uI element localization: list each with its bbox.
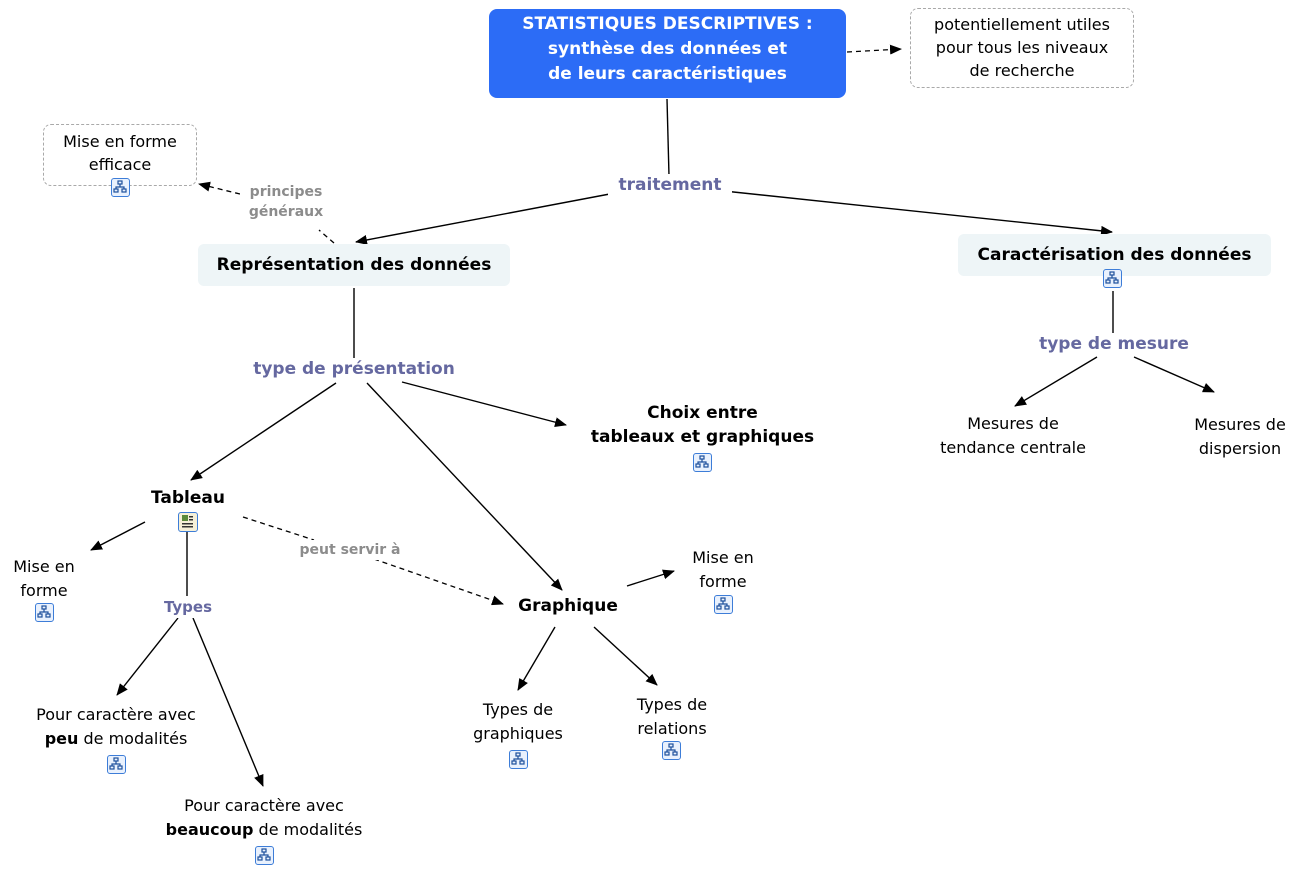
concept-map-icon[interactable] xyxy=(255,846,274,865)
connector-root-note xyxy=(846,44,902,55)
peu-bold: peu xyxy=(44,729,79,748)
tr-line-2: relations xyxy=(637,719,707,738)
representation-label: Représentation des données xyxy=(216,255,492,275)
root-concept-node[interactable]: STATISTIQUES DESCRIPTIVES : synthèse des… xyxy=(489,9,846,98)
graphique-node[interactable]: Graphique xyxy=(506,594,630,618)
choix-node[interactable]: Choix entre tableaux et graphiques xyxy=(565,401,840,449)
connector-root-traitement xyxy=(666,98,670,177)
connector-tableau-peutservir xyxy=(242,516,315,541)
principes-line-1: principes xyxy=(249,184,323,200)
connector-types-peu xyxy=(116,617,179,696)
tg-line-2: graphiques xyxy=(473,724,563,743)
connector-peutservir-graphique xyxy=(373,558,504,606)
mef-tab-line-2: forme xyxy=(20,581,68,600)
concept-map-icon[interactable] xyxy=(714,595,733,614)
connector-tableau-miseenforme xyxy=(90,521,146,551)
mise-en-forme-graphique-node[interactable]: Mise en forme xyxy=(678,546,768,594)
link-label-peut-servir: peut servir à xyxy=(290,540,410,560)
beaucoup-bold: beaucoup xyxy=(165,820,254,839)
connector-mesure-dispersion xyxy=(1133,356,1215,393)
mef-gra-line-1: Mise en xyxy=(692,548,754,567)
connector-type-graphique xyxy=(366,382,563,591)
root-line-3: de leurs caractéristiques xyxy=(548,64,787,84)
connector-types-beaucoup xyxy=(192,617,264,787)
mise-en-forme-tableau-node[interactable]: Mise en forme xyxy=(4,555,84,603)
note-line-1: potentiellement utiles xyxy=(934,15,1110,34)
connector-graphique-typesrelations xyxy=(593,626,658,686)
note-line-2: pour tous les niveaux xyxy=(935,38,1109,57)
concept-map-icon[interactable] xyxy=(693,453,712,472)
mt-line-1: Mesures de xyxy=(967,414,1059,433)
caracterisation-label: Caractérisation des données xyxy=(977,245,1252,265)
concept-map-icon[interactable] xyxy=(107,755,126,774)
mt-line-2: tendance centrale xyxy=(940,438,1086,457)
tg-line-1: Types de xyxy=(482,700,554,719)
pour-beaucoup-node[interactable]: Pour caractère avec beaucoup de modalité… xyxy=(142,794,386,842)
concept-map-icon[interactable] xyxy=(1103,269,1122,288)
link-label-types: Types xyxy=(157,596,219,618)
concept-map-icon[interactable] xyxy=(35,603,54,622)
principes-line-2: généraux xyxy=(248,204,324,220)
pour-peu-node[interactable]: Pour caractère avec peu de modalités xyxy=(12,703,220,751)
mise-en-forme-efficace-node[interactable]: Mise en forme efficace xyxy=(43,124,197,186)
mef-line-1: Mise en forme xyxy=(63,132,177,151)
choix-line-1: Choix entre xyxy=(647,403,758,423)
peu-line-2: peu de modalités xyxy=(12,727,220,751)
document-icon[interactable] xyxy=(178,512,198,532)
mef-line-2: efficace xyxy=(88,155,152,174)
connector-principes-miseenforme xyxy=(198,181,241,195)
connector-graphique-miseenforme xyxy=(626,569,675,587)
concept-map-icon[interactable] xyxy=(111,178,130,197)
connector-mesure-tendance xyxy=(1014,356,1098,407)
concept-map-icon[interactable] xyxy=(509,750,528,769)
link-label-principes: principes généraux xyxy=(240,182,332,222)
representation-node[interactable]: Représentation des données xyxy=(198,244,510,286)
mesures-tendance-node[interactable]: Mesures de tendance centrale xyxy=(920,412,1106,460)
mef-gra-line-2: forme xyxy=(699,572,747,591)
beaucoup-line-2: beaucoup de modalités xyxy=(142,818,386,842)
link-label-type-mesure: type de mesure xyxy=(1028,333,1200,355)
md-line-2: dispersion xyxy=(1198,439,1282,458)
concept-map-icon[interactable] xyxy=(662,741,681,760)
peu-rest: de modalités xyxy=(78,729,188,748)
connector-type-choix xyxy=(401,381,567,428)
connector-graphique-typesgraphiques xyxy=(517,626,556,691)
types-graphiques-node[interactable]: Types de graphiques xyxy=(457,698,579,746)
types-relations-node[interactable]: Types de relations xyxy=(618,693,726,741)
choix-line-2: tableaux et graphiques xyxy=(590,427,815,447)
connector-traitement-caracterisation xyxy=(723,190,1113,236)
tr-line-1: Types de xyxy=(636,695,708,714)
beaucoup-line-1: Pour caractère avec xyxy=(184,796,344,815)
mef-tab-line-1: Mise en xyxy=(13,557,75,576)
root-line-2: synthèse des données et xyxy=(547,39,788,59)
mesures-dispersion-node[interactable]: Mesures de dispersion xyxy=(1180,413,1300,461)
md-line-1: Mesures de xyxy=(1194,415,1286,434)
connector-type-tableau xyxy=(190,382,337,481)
peu-line-1: Pour caractère avec xyxy=(36,705,196,724)
note-utiles-node[interactable]: potentiellement utiles pour tous les niv… xyxy=(910,8,1134,88)
link-label-type-presentation: type de présentation xyxy=(239,358,469,380)
connector-representation-principes xyxy=(318,229,335,244)
tableau-node[interactable]: Tableau xyxy=(138,486,238,510)
tableau-label: Tableau xyxy=(151,488,225,508)
beaucoup-rest: de modalités xyxy=(253,820,363,839)
root-line-1: STATISTIQUES DESCRIPTIVES : xyxy=(522,14,813,34)
link-label-traitement: traitement xyxy=(608,174,732,196)
connector-traitement-representation xyxy=(355,192,616,245)
note-line-3: de recherche xyxy=(969,61,1075,80)
graphique-label: Graphique xyxy=(518,596,618,616)
